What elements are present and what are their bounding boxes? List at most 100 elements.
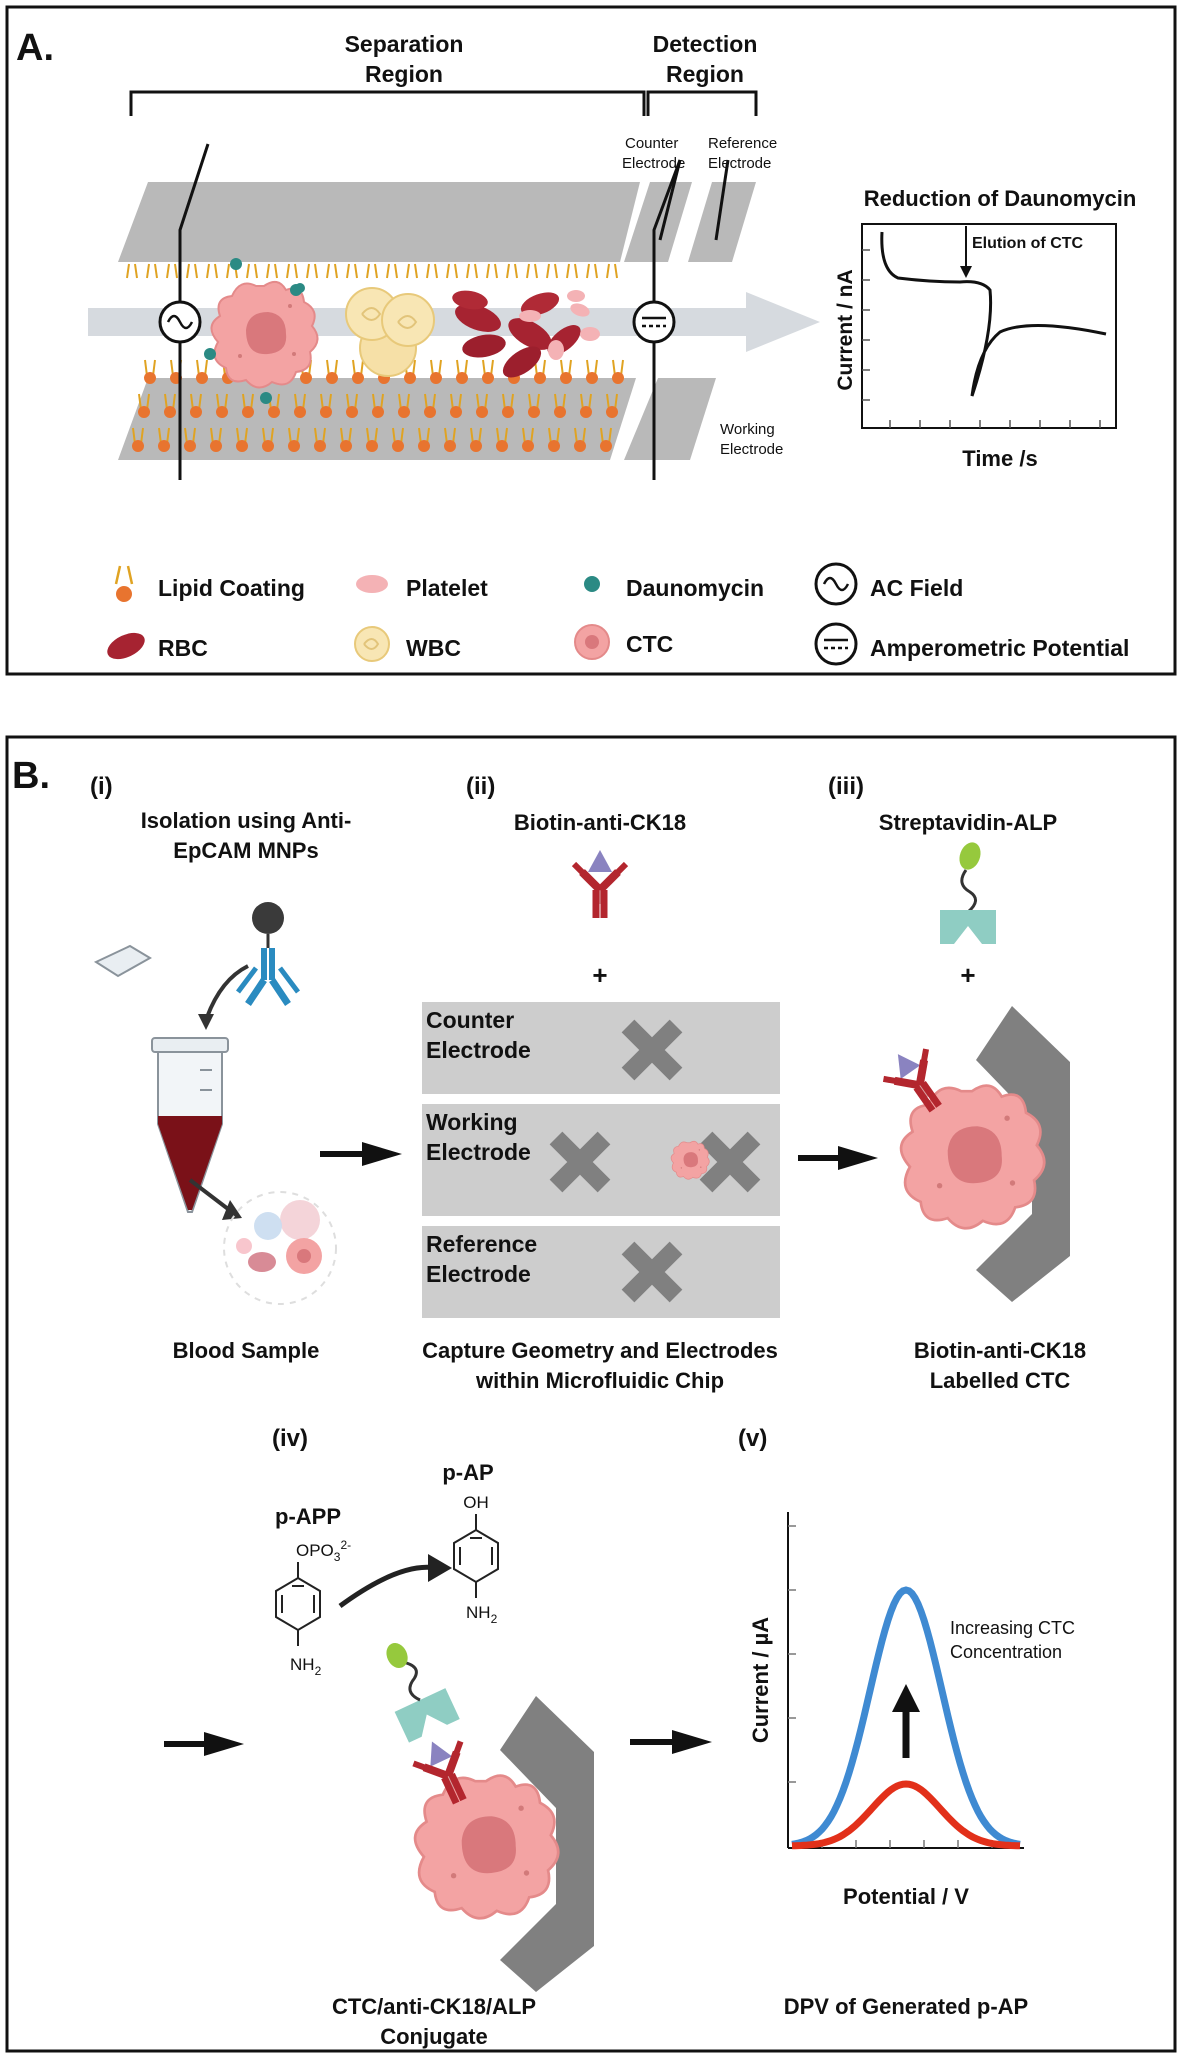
panel-b-frame	[5, 735, 1177, 2053]
increase-arrowhead	[892, 1684, 920, 1712]
capture-geometry-iii	[976, 1006, 1070, 1302]
dpv-curve-low	[791, 1780, 1021, 1850]
step-ii-caption-1: Capture Geometry and Electrodes	[422, 1338, 778, 1363]
legend-ac-icon	[814, 562, 858, 606]
papp-label: p-APP	[275, 1504, 341, 1529]
amperometry-xlabel: Time /s	[962, 446, 1037, 471]
counter-electrode-label-1: Counter	[625, 135, 678, 152]
legend-amp: Amperometric Potential	[870, 635, 1129, 661]
conjugate-alp-iv	[386, 1643, 460, 1743]
step-iii-title: Streptavidin-ALP	[879, 810, 1057, 835]
step-ii-number: (ii)	[466, 773, 495, 800]
dpv-annotation-2: Concentration	[950, 1642, 1062, 1662]
step-iv-number: (iv)	[272, 1425, 308, 1452]
blood-sample-cells-icon	[223, 1191, 337, 1305]
step-v-number: (v)	[738, 1425, 767, 1452]
ac-field-source-icon	[158, 300, 202, 344]
legend-platelet: Platelet	[406, 575, 488, 601]
papp-ring	[275, 1577, 321, 1631]
step-iii-number: (iii)	[828, 773, 864, 800]
rbc-cluster	[452, 290, 581, 378]
separation-region-label-2: Region	[365, 61, 443, 87]
reference-electrode-a	[688, 182, 756, 262]
amperometric-source-icon	[632, 300, 676, 344]
labelled-ctc-iii	[899, 1084, 1046, 1230]
amperometry-curve	[880, 231, 1107, 397]
step-v-caption: DPV of Generated p-AP	[784, 1994, 1028, 2019]
reference-row-label-1: Reference	[426, 1231, 537, 1257]
reference-electrode-label-2: Electrode	[708, 155, 771, 172]
mnp-antibody-icon	[236, 902, 300, 1006]
legend-daunomycin: Daunomycin	[626, 575, 764, 601]
daunomycin-dots	[204, 258, 305, 404]
counter-electrode-row	[422, 1002, 780, 1094]
captured-ctc-small	[670, 1140, 710, 1180]
conjugate-antibody-iv	[408, 1731, 483, 1813]
reference-wire	[714, 159, 730, 241]
reference-electrode-label-1: Reference	[708, 135, 777, 152]
pap-nh-label: NH2	[466, 1603, 498, 1626]
amperometry-title: Reduction of Daunomycin	[864, 186, 1137, 211]
detection-wire	[652, 159, 682, 480]
legend-wbc: WBC	[406, 635, 461, 661]
detection-region-label-2: Region	[666, 61, 744, 87]
step-ii-plus: +	[592, 960, 607, 990]
platelet-cluster	[519, 290, 600, 360]
pap-label: p-AP	[442, 1460, 493, 1485]
top-separation-electrode	[118, 182, 640, 262]
working-row-label-1: Working	[426, 1109, 518, 1135]
working-row-label-2: Electrode	[426, 1139, 531, 1165]
labelled-antibody-iii	[877, 1039, 957, 1123]
dpv-ticks	[788, 1525, 993, 1848]
mnp-arrowhead	[198, 1014, 214, 1030]
mnp-arrow	[204, 964, 249, 1021]
conjugate-ctc-iv	[413, 1774, 560, 1920]
step-iii-caption-1: Biotin-anti-CK18	[914, 1338, 1086, 1363]
step-iii-caption-2: Labelled CTC	[930, 1368, 1071, 1393]
legend-ctc: CTC	[626, 631, 673, 657]
arrow-into-iv-head	[204, 1732, 244, 1756]
legend-lipid-icon	[114, 565, 134, 602]
elution-annotation: Elution of CTC	[972, 235, 1084, 252]
opo3-label: OPO32-	[296, 1538, 351, 1564]
flow-arrow	[88, 292, 820, 352]
counter-row-label-1: Counter	[426, 1007, 514, 1033]
legend-daunomycin-icon	[584, 576, 600, 592]
amperometry-ylabel: Current / nA	[834, 269, 857, 390]
legend-platelet-icon	[356, 575, 388, 593]
arrow-iv-v-head	[672, 1730, 712, 1754]
step-ii-caption-2: within Microfluidic Chip	[475, 1368, 724, 1393]
legend-ac: AC Field	[870, 575, 963, 601]
detection-bracket	[646, 90, 758, 116]
working-electrode-label-2: Electrode	[720, 441, 783, 458]
reaction-arrowhead	[428, 1554, 452, 1582]
step-i-title-1: Isolation using Anti-	[141, 808, 352, 833]
oh-label: OH	[463, 1493, 489, 1512]
arrow-i-ii-head	[362, 1142, 402, 1166]
panel-b-label: B.	[12, 755, 50, 797]
elution-arrowhead	[960, 266, 972, 278]
step-iii-plus: +	[960, 960, 975, 990]
arrow-ii-iii-head	[838, 1146, 878, 1170]
counter-electrode-label-2: Electrode	[622, 155, 685, 172]
biotin-antibody-icon	[574, 850, 626, 918]
dpv-xlabel: Potential / V	[843, 1884, 969, 1909]
blood-arrowhead	[222, 1200, 242, 1220]
counter-row-label-2: Electrode	[426, 1037, 531, 1063]
working-electrode-label-1: Working	[720, 421, 775, 438]
legend-lipid: Lipid Coating	[158, 575, 305, 601]
step-iv-caption-1: CTC/anti-CK18/ALP	[332, 1994, 536, 2019]
step-i-number: (i)	[90, 773, 113, 800]
working-electrode-a	[624, 378, 716, 460]
reaction-arrow	[338, 1564, 437, 1609]
capture-geometry-iv	[500, 1696, 594, 1992]
panel-a-frame	[5, 5, 1177, 676]
dpv-ylabel: Current / µA	[748, 1617, 773, 1743]
top-lipid-row	[126, 263, 618, 279]
amperometry-axis-ticks	[862, 249, 1101, 428]
separation-wire	[178, 143, 210, 480]
dpv-annotation-1: Increasing CTC	[950, 1618, 1075, 1638]
ctc-cell-channel	[210, 280, 319, 389]
panel-a-label: A.	[16, 27, 54, 69]
pap-ring	[453, 1529, 499, 1583]
